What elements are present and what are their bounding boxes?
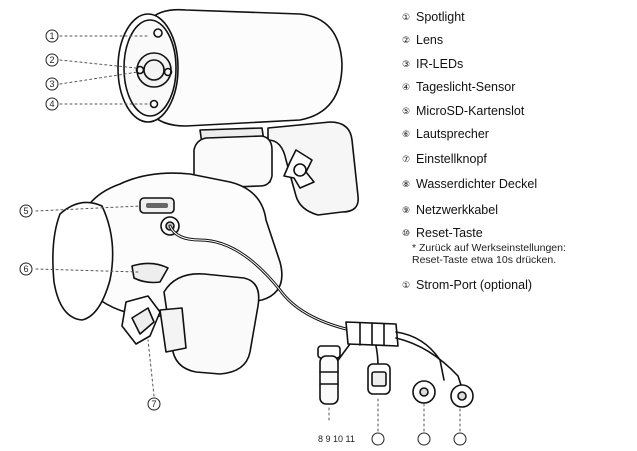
- callout-7: 7: [151, 399, 156, 409]
- legend-number: ⑨: [402, 205, 411, 215]
- callout-circles: [19, 29, 467, 446]
- callout-leaders: [35, 35, 461, 437]
- reset-note-line-2: Reset-Taste etwa 10s drücken.: [412, 254, 557, 266]
- legend-label: IR-LEDs: [416, 57, 464, 71]
- legend-item-adjustment-knob: ⑦ Einstellknopf: [402, 151, 487, 167]
- legend-label: Strom-Port (optional): [416, 278, 533, 292]
- legend-label: Spotlight: [416, 10, 465, 24]
- bottom-camera-illustration: [52, 172, 283, 375]
- reset-note-line-1: * Zurück auf Werkseinstellungen:: [412, 242, 566, 254]
- legend-number: ⑤: [402, 106, 411, 116]
- legend-number: ⑥: [402, 129, 411, 139]
- legend-item-microsd-slot: ⑤ MicroSD-Kartenslot: [402, 103, 524, 119]
- callout-1: 1: [49, 31, 54, 41]
- legend-item-spotlight: ① Spotlight: [402, 9, 465, 25]
- callout-8-9-10-11: 8 9 10 11: [318, 434, 355, 444]
- legend-label: MicroSD-Kartenslot: [416, 104, 525, 118]
- legend-number: ⑦: [402, 154, 411, 164]
- legend-label: Reset-Taste: [416, 226, 483, 240]
- legend-item-reset-button: ⑩ Reset-Taste: [402, 225, 483, 241]
- legend-number: ②: [402, 35, 411, 45]
- legend-number: ①: [402, 280, 411, 290]
- legend-item-power-port: ① Strom-Port (optional): [402, 277, 532, 293]
- cable-bundle-illustration: [168, 224, 474, 408]
- callout-3: 3: [49, 79, 54, 89]
- legend-number: ⑧: [402, 179, 411, 189]
- legend-number: ⑩: [402, 228, 411, 238]
- callout-6: 6: [23, 264, 28, 274]
- legend-label: Lautsprecher: [416, 127, 489, 141]
- legend-item-waterproof-cap: ⑧ Wasserdichter Deckel: [402, 176, 537, 192]
- callout-2: 2: [49, 55, 54, 65]
- legend-label: Wasserdichter Deckel: [416, 177, 538, 191]
- legend-label: Einstellknopf: [416, 152, 487, 166]
- top-camera-illustration: [117, 8, 359, 216]
- callout-4: 4: [49, 99, 54, 109]
- legend-label: Tageslicht-Sensor: [416, 80, 516, 94]
- legend-item-daylight-sensor: ④ Tageslicht-Sensor: [402, 79, 515, 95]
- callout-5: 5: [23, 206, 28, 216]
- legend-number: ③: [402, 59, 411, 69]
- legend-item-ir-leds: ③ IR-LEDs: [402, 56, 463, 72]
- legend-label: Lens: [416, 33, 444, 47]
- legend-item-speaker: ⑥ Lautsprecher: [402, 126, 489, 142]
- legend-item-network-cable: ⑨ Netzwerkkabel: [402, 202, 498, 218]
- legend-label: Netzwerkkabel: [416, 203, 498, 217]
- legend-number: ①: [402, 12, 411, 22]
- legend-item-lens: ② Lens: [402, 32, 443, 48]
- legend-number: ④: [402, 82, 411, 92]
